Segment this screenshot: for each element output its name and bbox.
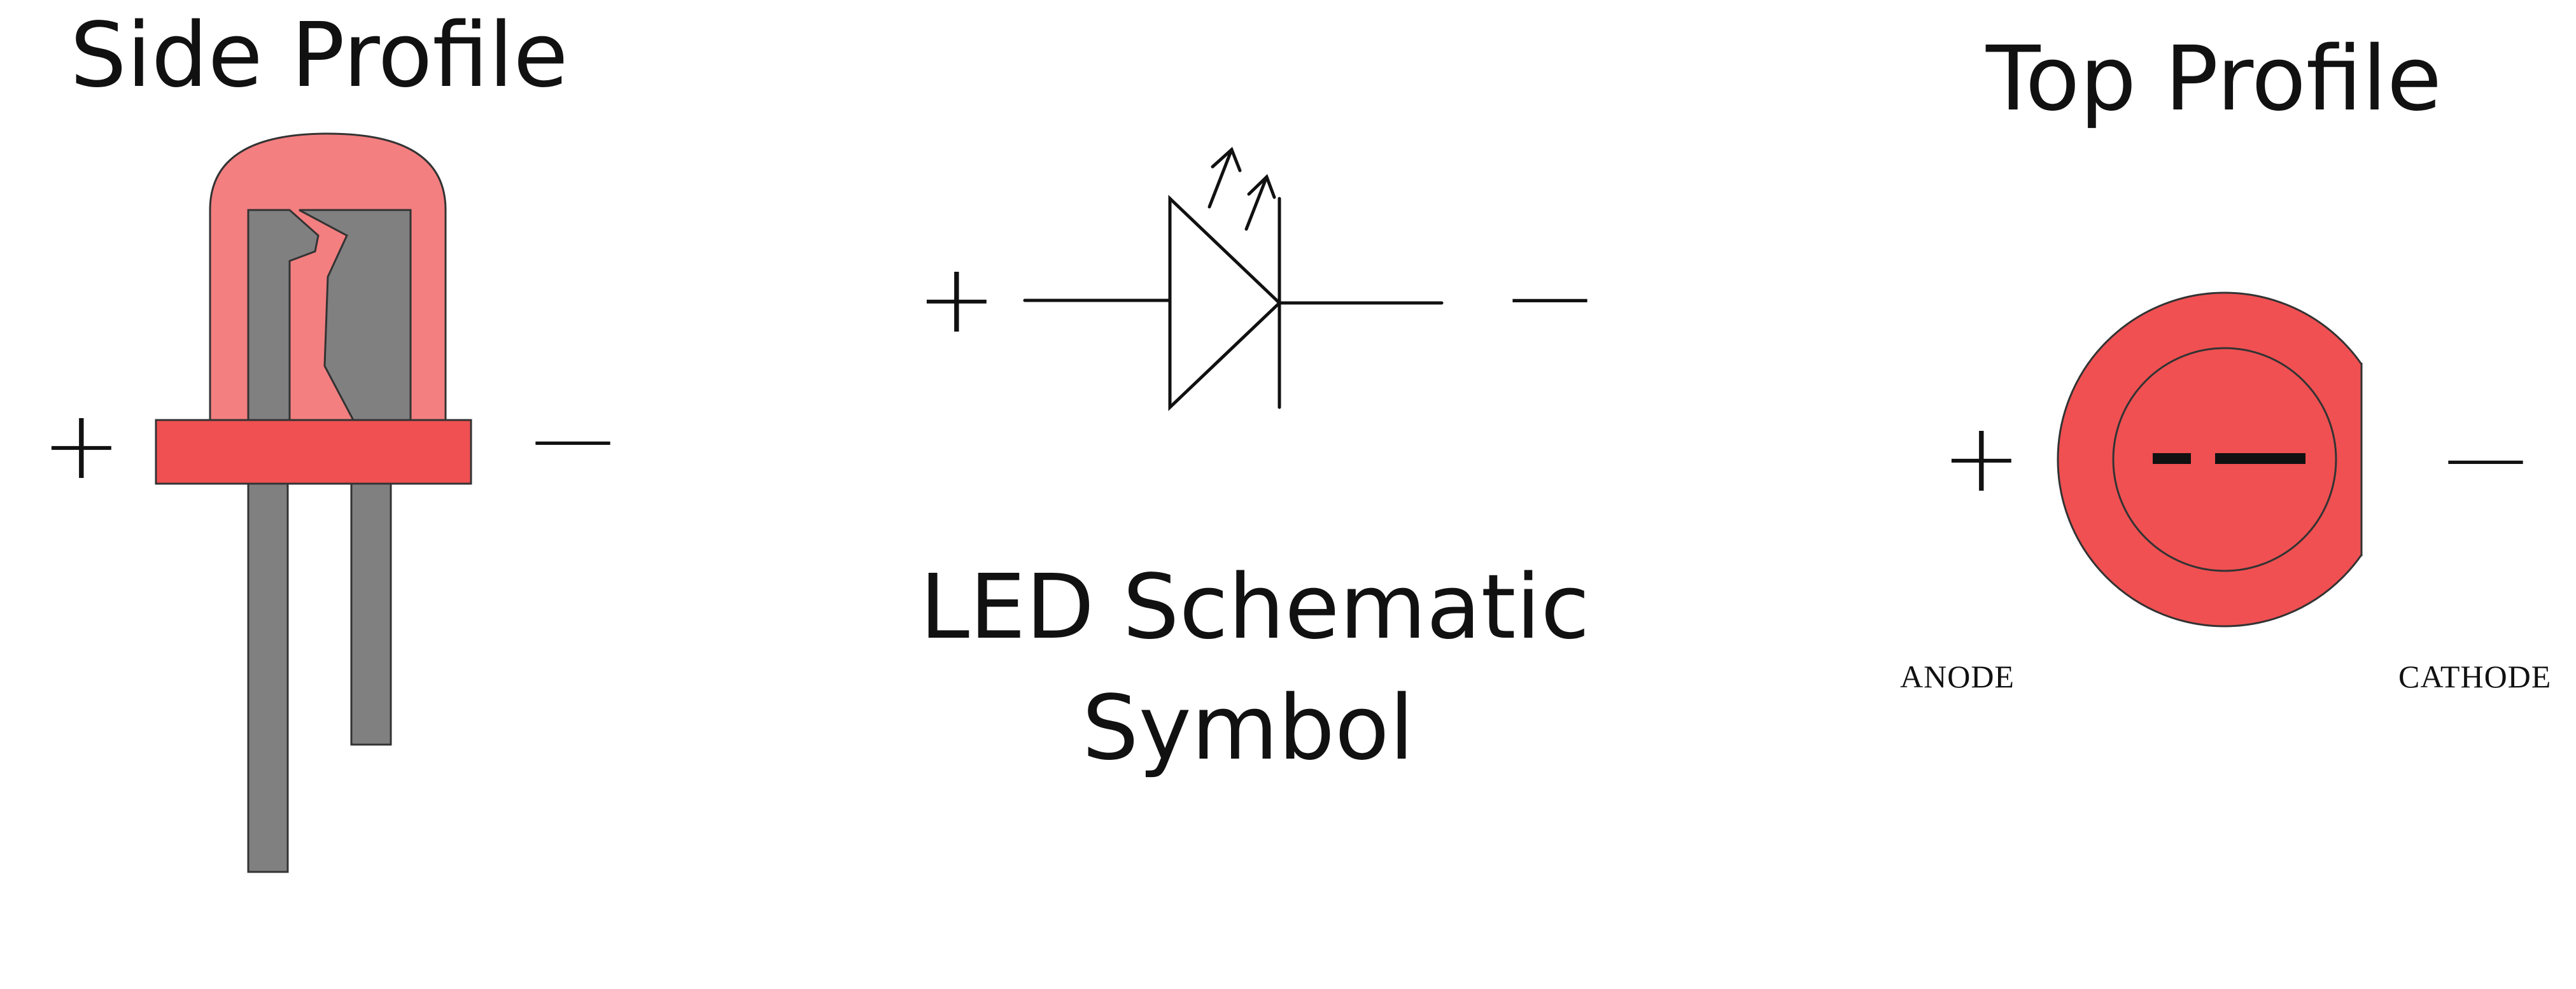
side-profile-led-illustration: [155, 132, 472, 873]
top-profile-title: Top Profile: [1986, 27, 2442, 131]
led-cathode-leg: [350, 482, 392, 746]
schematic-diode-triangle: [1168, 195, 1282, 411]
top-cathode-dash: [2215, 453, 2305, 464]
side-minus-sign: —: [531, 389, 614, 486]
schematic-minus-sign: —: [1509, 246, 1591, 343]
led-cathode-anvil: [299, 209, 412, 421]
top-minus-sign: —: [2444, 408, 2527, 505]
led-anode-post: [247, 209, 320, 421]
side-profile-title: Side Profile: [70, 4, 568, 108]
led-anode-leg: [247, 482, 289, 873]
cathode-label: CATHODE: [2398, 659, 2552, 694]
schematic-title-line1: LED Schematic: [920, 556, 1590, 659]
side-plus-sign: +: [41, 390, 122, 501]
schematic-light-arrows: [1207, 146, 1276, 231]
led-flange: [155, 419, 472, 485]
top-anode-dash: [2153, 453, 2191, 464]
schematic-plus-sign: +: [917, 244, 997, 354]
schematic-title-line2: Symbol: [1082, 677, 1414, 780]
top-plus-sign: +: [1941, 403, 2022, 514]
anode-label: ANODE: [1900, 659, 2015, 694]
